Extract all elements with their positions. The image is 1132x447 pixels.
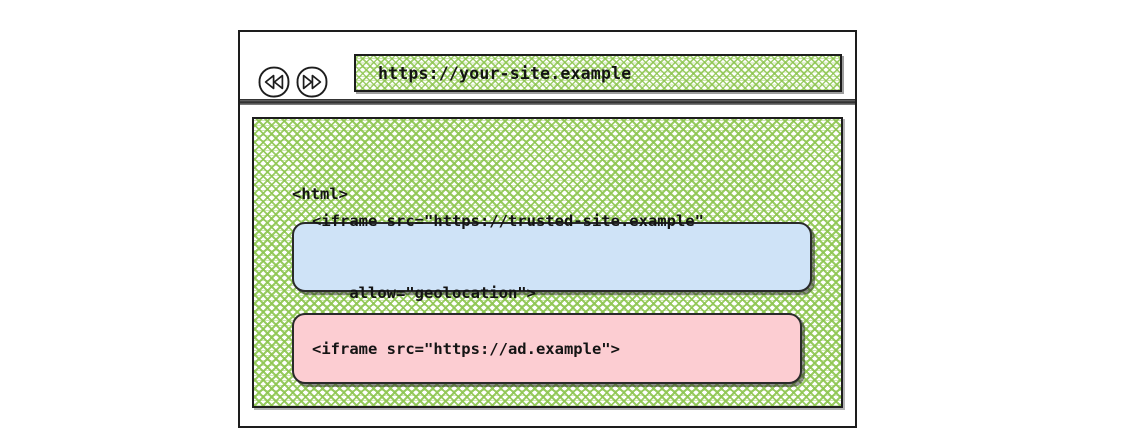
fast-forward-icon: [296, 66, 328, 98]
url-bar[interactable]: https://your-site.example: [354, 54, 842, 92]
forward-button[interactable]: [296, 66, 328, 98]
trusted-iframe-code-line: <iframe src="https://trusted-site.exampl…: [312, 212, 704, 230]
back-button[interactable]: [258, 66, 290, 98]
page-content-area: <html> // your-site.example code <iframe…: [252, 117, 843, 408]
ad-iframe-code-line: <iframe src="https://ad.example">: [312, 339, 620, 358]
browser-toolbar: https://your-site.example: [240, 32, 855, 101]
browser-window: https://your-site.example <html> // your…: [238, 30, 857, 428]
ad-iframe-box[interactable]: <iframe src="https://ad.example">: [292, 313, 802, 384]
trusted-site-iframe-box[interactable]: <iframe src="https://trusted-site.exampl…: [292, 212, 812, 302]
host-code-line: <html>: [292, 185, 348, 203]
ad-iframe-code: <iframe src="https://ad.example">: [294, 289, 620, 409]
rewind-icon: [258, 66, 290, 98]
trusted-iframe-code-line: allow="geolocation">: [312, 284, 536, 302]
url-text: https://your-site.example: [378, 63, 632, 83]
toolbar-separator: [240, 99, 855, 105]
trusted-iframe-code: <iframe src="https://trusted-site.exampl…: [294, 161, 704, 353]
